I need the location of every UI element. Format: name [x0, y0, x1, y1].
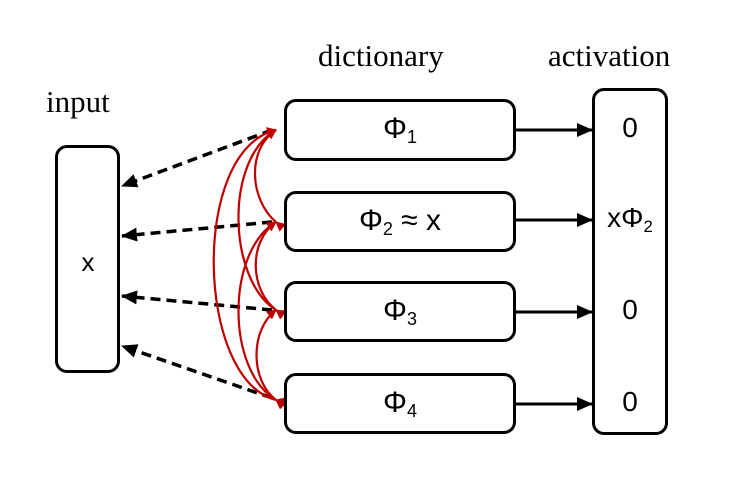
dashed-arrow-3 — [121, 290, 273, 312]
activation-value-3: 0 — [622, 294, 638, 326]
activation-value-2: xΦ2 — [607, 202, 653, 237]
arc-1-4 — [212, 127, 286, 408]
dashed-arrow-4 — [121, 344, 273, 400]
arc-2-4 — [237, 221, 287, 409]
input-box — [55, 145, 120, 373]
dashed-arrow-2 — [121, 220, 273, 242]
activation-arrows — [516, 123, 593, 411]
input-label: x — [81, 247, 95, 277]
dictionary-element-3 — [284, 281, 516, 342]
dictionary-label-3: Φ3 — [383, 293, 417, 330]
dictionary-title: dictionary — [318, 38, 444, 73]
activation-box — [592, 88, 668, 435]
dictionary-element-2 — [284, 191, 516, 252]
dashed-input-arrows — [121, 128, 273, 400]
dictionary-element-1 — [284, 99, 516, 161]
arc-1-3 — [237, 129, 287, 320]
input-title: input — [46, 84, 110, 119]
arc-3-4 — [255, 309, 287, 410]
arc-2-3 — [254, 221, 287, 320]
dictionary-element-4 — [284, 373, 516, 434]
activation-value-4: 0 — [622, 386, 638, 418]
activation-value-1: 0 — [622, 112, 638, 144]
activation-title: activation — [548, 38, 671, 73]
arc-1-2 — [253, 129, 287, 232]
dictionary-label-4: Φ4 — [383, 385, 417, 422]
dictionary-label-1: Φ1 — [383, 111, 417, 148]
competition-arcs — [212, 127, 287, 410]
dictionary-label-2: Φ2 ≈ x — [358, 203, 442, 240]
dashed-arrow-1 — [121, 128, 273, 188]
